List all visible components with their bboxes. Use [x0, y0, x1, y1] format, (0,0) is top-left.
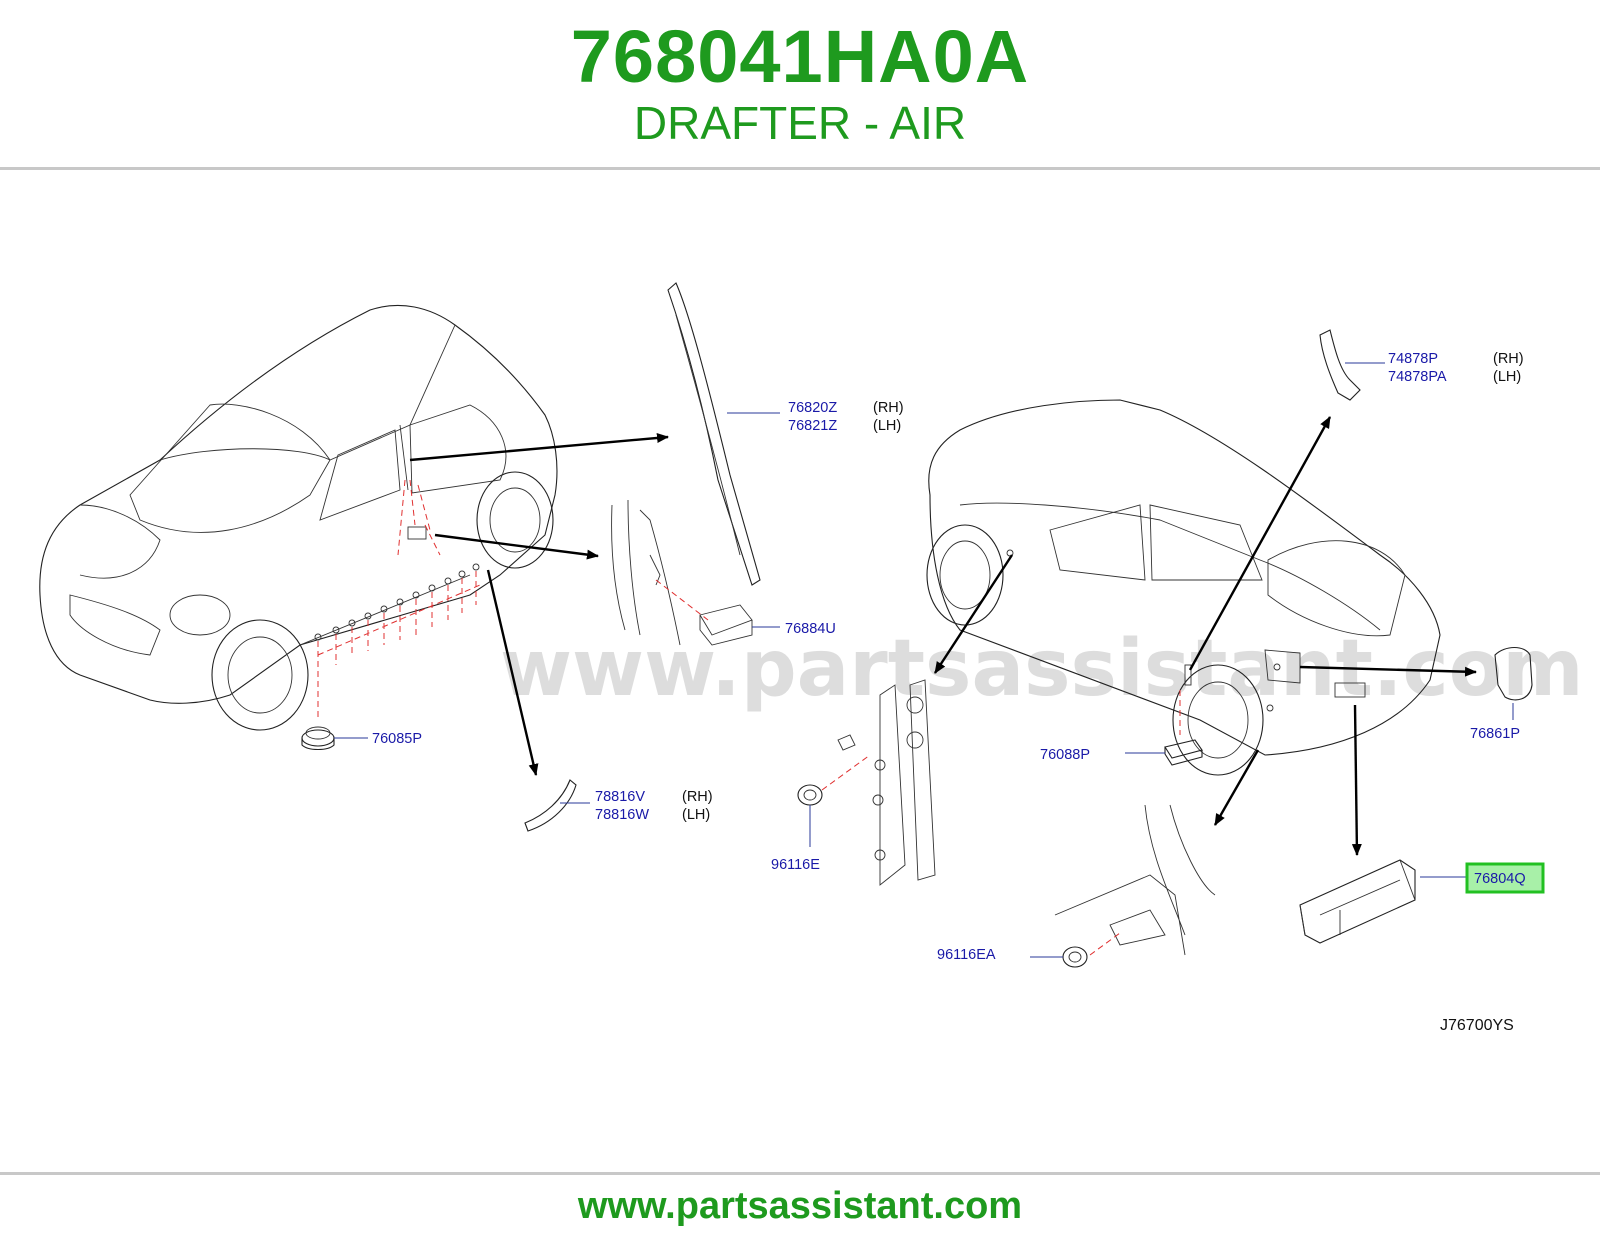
part-number-title: 768041HA0A [570, 15, 1030, 98]
callout-76804Q[interactable]: 76804Q [1474, 871, 1526, 887]
callout-76861P[interactable]: 76861P [1470, 726, 1520, 742]
highlight-box [1465, 862, 1545, 894]
callout-78816V[interactable]: 78816V [595, 789, 645, 805]
callout-side-lh: (LH) [873, 418, 901, 434]
b-pillar-section [611, 499, 753, 646]
callout-76088P[interactable]: 76088P [1040, 747, 1090, 763]
leader-lines [334, 362, 1514, 958]
callout-side-lh: (LH) [1493, 369, 1521, 385]
grommet-96116E [797, 784, 823, 806]
pad-76088P [1164, 739, 1203, 766]
pillar-trim-76820Z [667, 282, 761, 586]
callout-side-lh: (LH) [682, 807, 710, 823]
footer-url[interactable]: www.partsassistant.com [577, 1185, 1023, 1227]
callout-side-rh: (RH) [682, 789, 713, 805]
lid-76861P [1494, 646, 1533, 701]
air-drafter-76804Q [1299, 859, 1416, 944]
callout-96116E[interactable]: 96116E [771, 857, 820, 873]
left-car-drawing [39, 304, 558, 731]
callout-76820Z[interactable]: 76820Z [788, 400, 837, 416]
header-divider [0, 167, 1600, 170]
callout-76085P[interactable]: 76085P [372, 731, 422, 747]
trim-78816V [524, 779, 577, 832]
parts-diagram: www.partsassistant.com [39, 282, 1584, 1034]
grommet-76085P [301, 726, 335, 751]
bracket-74878P [1319, 329, 1361, 401]
right-arrows [933, 416, 1477, 856]
part-name-subtitle: DRAFTER - AIR [633, 97, 967, 149]
right-car-drawing [926, 399, 1441, 776]
callout-76821Z[interactable]: 76821Z [788, 418, 837, 434]
callout-78816W[interactable]: 78816W [595, 807, 649, 823]
callout-96116EA[interactable]: 96116EA [937, 947, 996, 963]
callout-side-rh: (RH) [873, 400, 904, 416]
callout-side-rh: (RH) [1493, 351, 1524, 367]
wheelhouse-section [1054, 804, 1216, 956]
reference-code: J76700YS [1440, 1017, 1514, 1034]
callout-74878P[interactable]: 74878P [1388, 351, 1438, 367]
left-arrows [409, 432, 669, 776]
watermark-text: www.partsassistant.com [500, 624, 1584, 714]
grommet-96116EA [1062, 946, 1088, 968]
c-pillar-section [821, 679, 936, 886]
callout-74878PA[interactable]: 74878PA [1388, 369, 1447, 385]
footer-divider [0, 1172, 1600, 1175]
callout-76884U[interactable]: 76884U [785, 621, 836, 637]
